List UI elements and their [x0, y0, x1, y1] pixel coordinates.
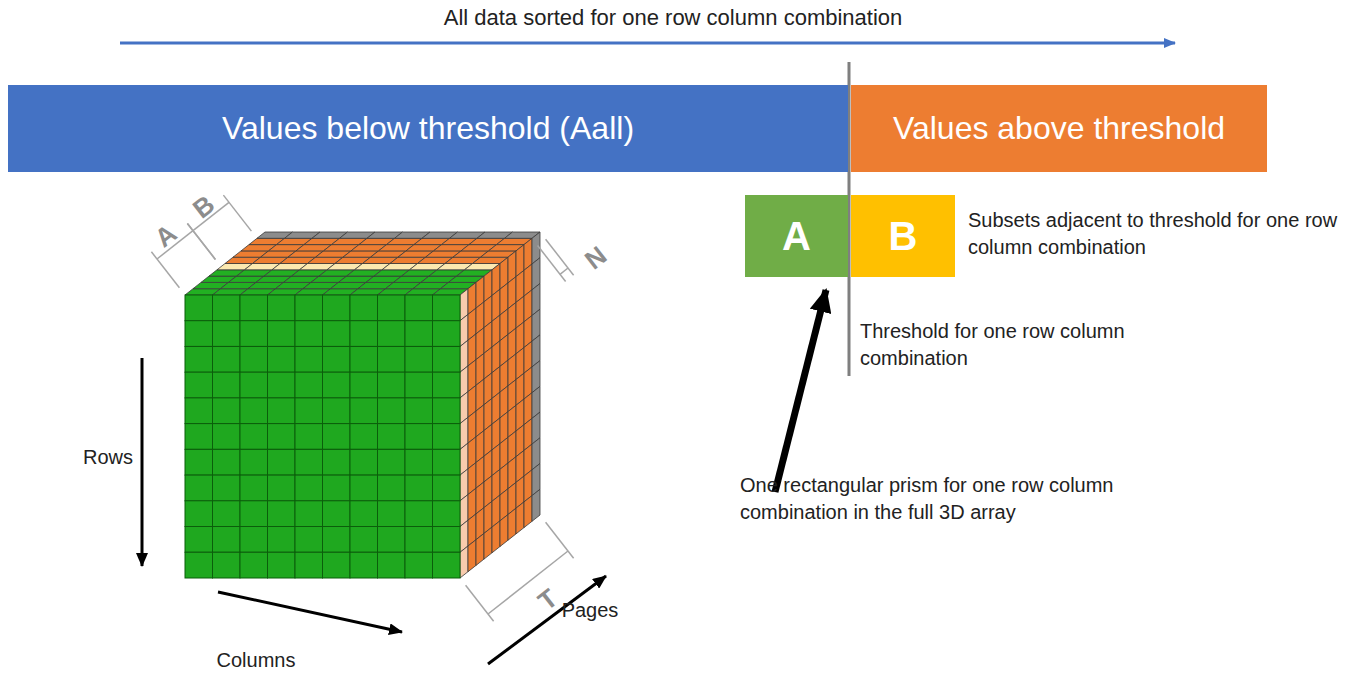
dimension-lines [151, 195, 573, 621]
dimension-label: T [531, 581, 565, 618]
node-text: B [889, 214, 918, 259]
rows-arrow [141, 358, 144, 566]
pointer-arrow [775, 290, 826, 492]
dimension-label: N [578, 238, 614, 277]
axis-label: Rows [83, 444, 133, 471]
dimension-label: B [186, 187, 222, 226]
dimension-label: A [148, 216, 184, 255]
node-text: Values below threshold (Aall) [222, 110, 634, 147]
cube-array [185, 232, 540, 578]
node-text: Values above threshold [893, 110, 1225, 147]
note-text: Subsets adjacent to threshold for one ro… [968, 207, 1338, 261]
range-band: Values below threshold (Aall) [8, 85, 848, 172]
note-text: One rectangular prism for one row column… [740, 472, 1140, 526]
range-band: Values above threshold [851, 85, 1267, 172]
node-text: A [782, 214, 811, 259]
note-text: Threshold for one row column combination [860, 318, 1210, 372]
axis-label: Columns [217, 647, 296, 674]
subset-box: B [851, 195, 955, 277]
axis-note: All data sorted for one row column combi… [353, 3, 993, 33]
sort-arrow [120, 42, 1175, 45]
axis-label: Pages [562, 597, 619, 624]
columns-arrow [218, 592, 402, 632]
subset-box: A [745, 195, 848, 277]
